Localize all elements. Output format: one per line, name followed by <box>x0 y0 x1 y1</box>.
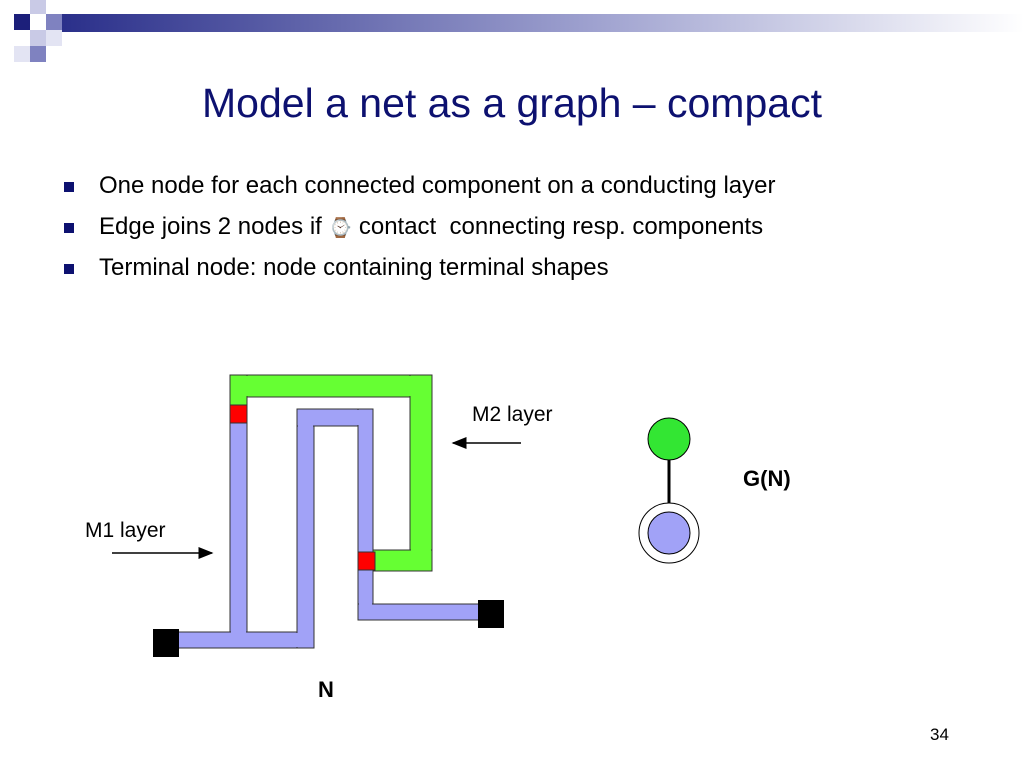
bullet-text: One node for each connected component on… <box>99 172 776 199</box>
net-label: N <box>318 677 334 702</box>
bullet-item: Edge joins 2 nodes if ⌚ contact connecti… <box>62 211 775 252</box>
decor-square <box>30 0 46 14</box>
header-gradient-bar <box>60 14 1024 32</box>
decor-square <box>14 46 30 62</box>
bullet-text: contact connecting resp. components <box>352 213 764 240</box>
bullet-item: One node for each connected component on… <box>62 170 775 211</box>
m2-layer-shape <box>229 374 433 572</box>
bullet-square-icon <box>64 182 74 192</box>
decor-square <box>46 14 62 30</box>
bullet-square-icon <box>64 264 74 274</box>
decor-square <box>30 46 46 62</box>
bullet-list: One node for each connected component on… <box>62 170 775 293</box>
m1-layer-shape <box>165 404 485 649</box>
decor-square <box>14 14 30 30</box>
m2-layer-label: M2 layer <box>472 403 553 426</box>
contact-via <box>229 404 248 424</box>
graph-node-m2 <box>647 417 691 461</box>
watch-icon: ⌚ <box>328 217 353 239</box>
bullet-square-icon <box>64 223 74 233</box>
page-number: 34 <box>930 725 949 744</box>
graph-gn <box>638 417 700 564</box>
slide-title: Model a net as a graph – compact <box>202 80 822 126</box>
contact-via <box>357 551 376 571</box>
graph-node-m1-terminal <box>647 511 691 555</box>
decor-square <box>30 30 46 46</box>
header-decoration <box>14 0 1024 62</box>
bullet-item: Terminal node: node containing terminal … <box>62 252 775 293</box>
terminal-shape <box>153 629 179 657</box>
decor-square <box>46 30 62 46</box>
terminal-shape <box>478 600 504 628</box>
bullet-text: Edge joins 2 nodes if <box>99 213 329 240</box>
graph-label: G(N) <box>743 466 791 491</box>
m1-layer-label: M1 layer <box>85 519 166 542</box>
bullet-text: Terminal node: node containing terminal … <box>99 254 609 281</box>
